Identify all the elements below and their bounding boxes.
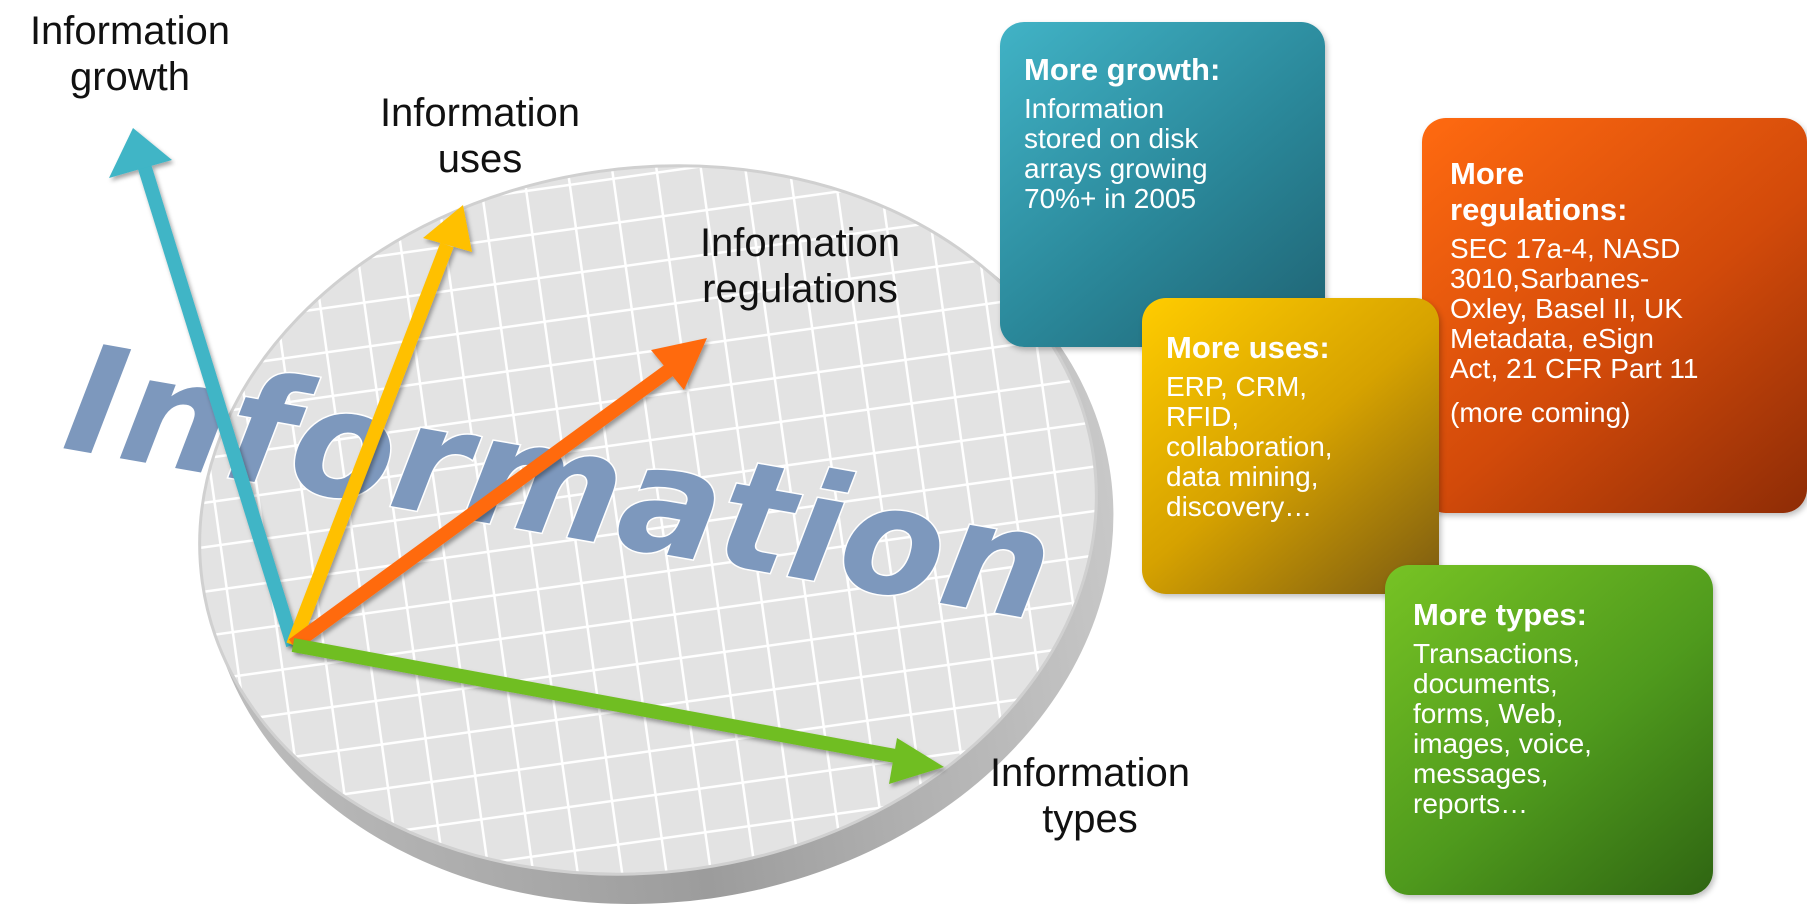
card-regulations-note: (more coming) <box>1450 397 1631 428</box>
card-regulations-line: Oxley, Basel II, UK <box>1450 293 1683 324</box>
card-types-line: messages, <box>1413 758 1549 789</box>
card-regulations-line: Metadata, eSign <box>1450 323 1654 354</box>
arrow-types <box>291 638 944 784</box>
label-growth-line1: Information <box>29 9 231 53</box>
card-uses-title: More uses: <box>1166 330 1330 365</box>
card-regulations-line: SEC 17a-4, NASD <box>1450 233 1681 264</box>
card-regulations-title-line: More <box>1450 156 1525 191</box>
label-information-uses: Information uses <box>350 90 610 182</box>
label-regulations-line2: regulations <box>702 267 898 311</box>
card-uses-line: discovery… <box>1166 491 1313 522</box>
label-types-line1: Information <box>989 751 1191 795</box>
card-uses-line: ERP, CRM, <box>1166 371 1308 402</box>
card-uses-body: ERP, CRM, RFID, collaboration, data mini… <box>1166 372 1415 522</box>
card-types-body: Transactions, documents, forms, Web, ima… <box>1413 639 1685 819</box>
label-information-growth: Information growth <box>0 8 260 100</box>
card-types-line: forms, Web, <box>1413 698 1564 729</box>
card-more-growth: More growth: Information stored on disk … <box>1000 22 1325 347</box>
card-types-title: More types: <box>1413 597 1587 632</box>
card-growth-line: 70%+ in 2005 <box>1024 183 1197 214</box>
card-more-types: More types: Transactions, documents, for… <box>1385 565 1713 895</box>
label-information-types: Information types <box>960 750 1220 842</box>
card-regulations-line: Act, 21 CFR Part 11 <box>1450 353 1699 384</box>
arrow-uses <box>286 205 472 648</box>
card-uses-line: data mining, <box>1166 461 1319 492</box>
card-regulations-body: SEC 17a-4, NASD 3010,Sarbanes- Oxley, Ba… <box>1450 234 1779 384</box>
card-uses-line: collaboration, <box>1166 431 1333 462</box>
disk-surface <box>199 165 1097 875</box>
label-types-line2: types <box>1042 797 1138 841</box>
label-information-regulations: Information regulations <box>665 220 935 312</box>
disk-highlight <box>198 164 1098 876</box>
card-growth-title: More growth: <box>1024 52 1221 87</box>
card-more-uses: More uses: ERP, CRM, RFID, collaboration… <box>1142 298 1439 594</box>
arrow-regulations <box>288 338 707 651</box>
card-types-line: reports… <box>1413 788 1529 819</box>
card-types-line: images, voice, <box>1413 728 1592 759</box>
card-more-regulations: More regulations: SEC 17a-4, NASD 3010,S… <box>1422 118 1807 513</box>
card-regulations-line: 3010,Sarbanes- <box>1450 263 1650 294</box>
card-regulations-title: More regulations: <box>1450 156 1779 228</box>
label-growth-line2: growth <box>69 55 191 99</box>
card-growth-line: arrays growing <box>1024 153 1208 184</box>
card-growth-line: Information <box>1024 93 1165 124</box>
card-types-line: documents, <box>1413 668 1558 699</box>
card-growth-line: stored on disk <box>1024 123 1199 154</box>
card-types-line: Transactions, <box>1413 638 1581 669</box>
card-uses-line: RFID, <box>1166 401 1240 432</box>
card-regulations-title-line: regulations: <box>1450 192 1628 227</box>
label-regulations-line1: Information <box>699 221 901 265</box>
card-growth-body: Information stored on disk arrays growin… <box>1024 94 1301 214</box>
label-uses-line2: uses <box>437 137 523 181</box>
label-uses-line1: Information <box>379 91 581 135</box>
arrow-growth <box>109 128 300 648</box>
